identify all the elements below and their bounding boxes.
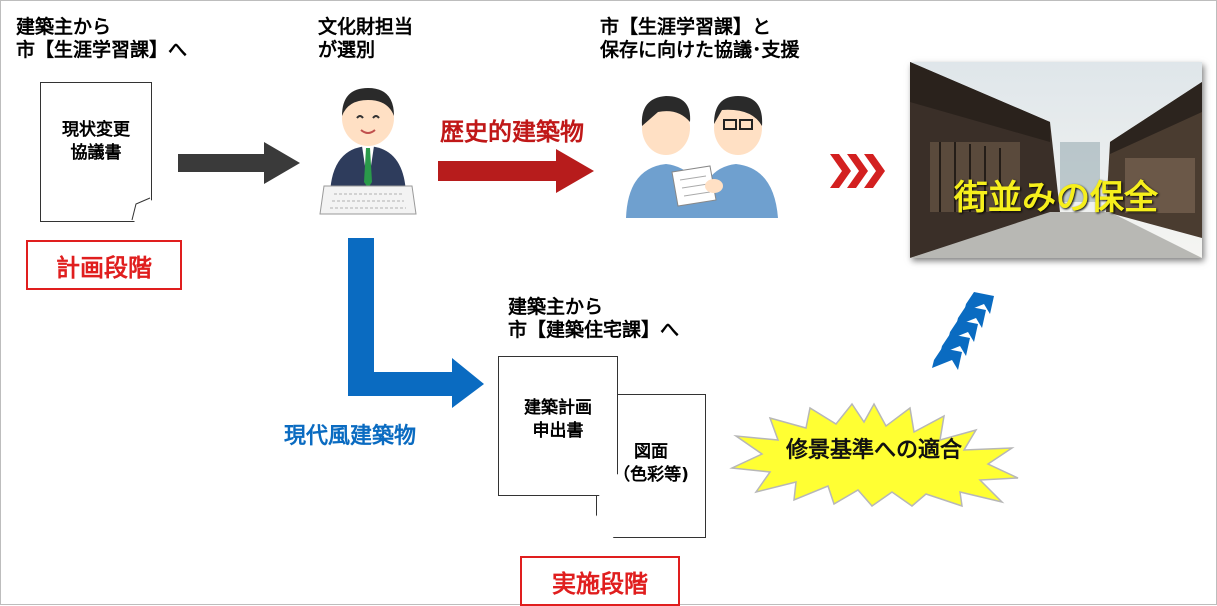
design-standard-starburst xyxy=(729,402,1019,508)
arrow-historical xyxy=(438,149,594,193)
modern-building-label: 現代風建築物 xyxy=(284,424,417,449)
arrow-modern xyxy=(348,238,484,408)
chevrons-to-townscape-blue xyxy=(932,292,994,370)
document-label: 現状変更 協議書 xyxy=(62,120,130,163)
applicant-to-lifelong-label: 建築主から 市【生涯学習課】へ xyxy=(16,16,188,61)
historical-building-label: 歴史的建築物 xyxy=(440,118,584,146)
chevrons-to-townscape xyxy=(830,154,885,188)
consultation-label: 市【生涯学習課】と 保存に向けた協議･支援 xyxy=(600,16,800,61)
building-plan-document-icon: 建築計画 申出書 xyxy=(498,356,618,496)
townscape-preservation-label: 街並みの保全 xyxy=(954,178,1158,218)
design-standard-label: 修景基準への適合 xyxy=(785,438,962,463)
street-photo: 街並みの保全 xyxy=(910,62,1202,258)
staff-person-icon xyxy=(319,88,417,215)
consultation-people-icon xyxy=(626,96,778,218)
cultural-staff-label: 文化財担当 が選別 xyxy=(318,16,414,61)
arrow-to-staff xyxy=(178,142,300,184)
stage-planning-box: 計画段階 xyxy=(26,240,182,290)
document-corner-fold xyxy=(131,197,151,221)
drawings-document-label: 図面 （色彩等) xyxy=(613,442,689,485)
applicant-to-housing-label: 建築主から 市【建築住宅課】へ xyxy=(508,296,680,341)
document-icon: 現状変更 協議書 xyxy=(40,82,152,222)
building-plan-document-label: 建築計画 申出書 xyxy=(524,398,592,441)
stage-implementation-box: 実施段階 xyxy=(520,556,680,606)
